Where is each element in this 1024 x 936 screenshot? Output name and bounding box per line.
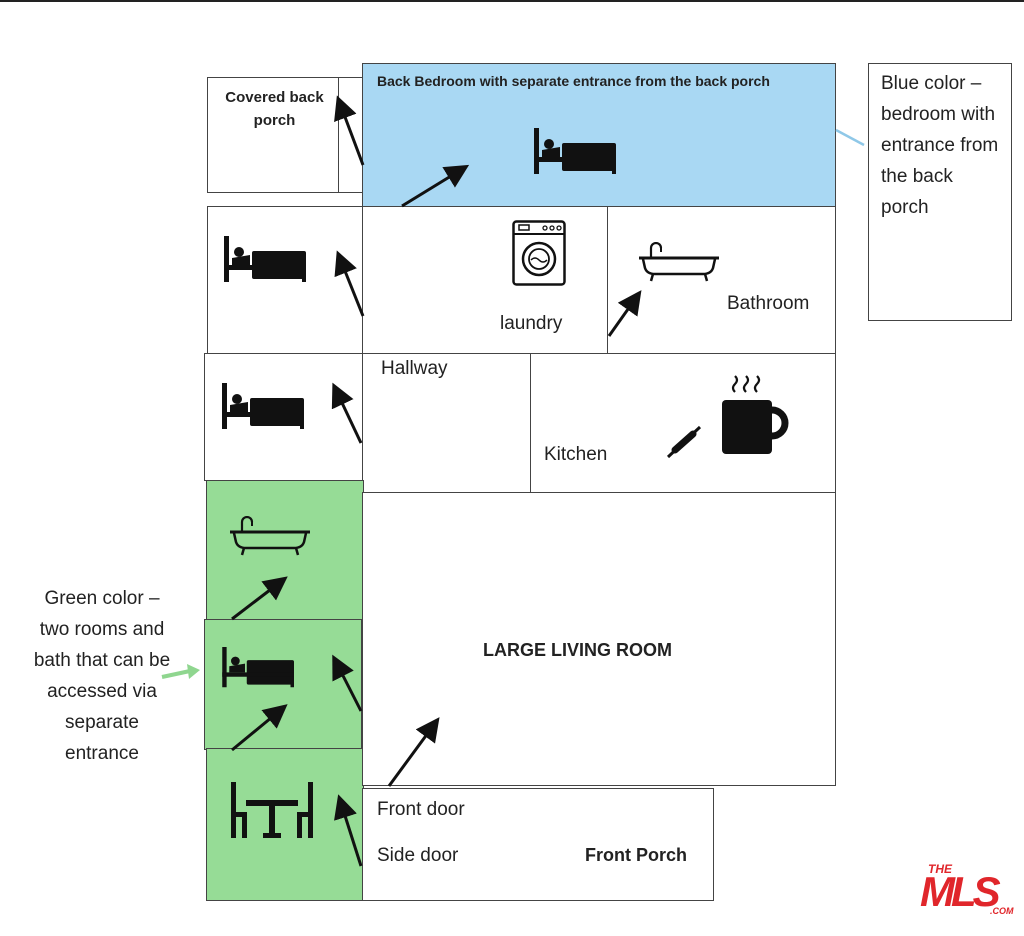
arrow-icon [387,717,440,787]
laundry-label: laundry [500,313,563,334]
arrow-icon [334,794,363,867]
kitchen-label: Kitchen [544,444,608,465]
logo-the: THE [928,862,952,876]
covered-back-porch-label: Covered back porch [225,89,324,129]
blue-legend-box: Blue color – bedroom with entrance from … [868,63,1012,321]
bed-icon [222,647,294,688]
bed-icon [222,383,304,429]
front-porch: Front door Side door Front Porch [362,788,714,901]
arrow-icon [332,654,363,712]
bathtub-icon [639,242,719,282]
bed-icon [534,128,616,174]
hallway-label: Hallway [381,358,448,379]
covered-back-porch: Covered back porch [207,77,340,193]
bathroom: Bathroom [607,206,836,354]
washing-machine-icon [512,220,566,286]
green-legend-arrow [161,664,200,679]
coffee-mug-icon [722,375,789,454]
front-door-label: Front door [377,799,465,820]
bathroom-label: Bathroom [727,293,810,314]
arrow-icon [401,164,470,208]
arrow-icon [334,250,365,317]
blue-legend-connector [835,128,865,147]
back-bedroom-label: Back Bedroom with separate entrance from… [377,73,770,89]
arrow-icon [331,382,363,444]
green-legend-text: Green color – two rooms and bath that ca… [33,588,171,764]
rolling-pin-icon [666,425,702,459]
blue-legend-text: Blue color – bedroom with entrance from … [881,73,999,218]
top-border-line [0,0,1024,2]
side-door-label: Side door [377,845,459,866]
hallway: Hallway [362,353,532,494]
front-porch-label: Front Porch [585,845,687,865]
mls-logo: THE MLS .COM [920,862,1020,922]
arrow-icon [231,576,288,621]
arrow-icon [231,704,288,752]
logo-mls: MLS [920,868,1001,915]
laundry-room: laundry [362,206,609,354]
arrow-icon [334,95,365,166]
logo-com: .COM [990,906,1014,916]
arrow-icon [607,290,642,337]
bathtub-icon [230,516,310,556]
living-room-label: LARGE LIVING ROOM [483,640,672,660]
living-room: LARGE LIVING ROOM [362,492,836,786]
dining-table-icon [231,782,313,838]
bed-icon [224,236,306,282]
